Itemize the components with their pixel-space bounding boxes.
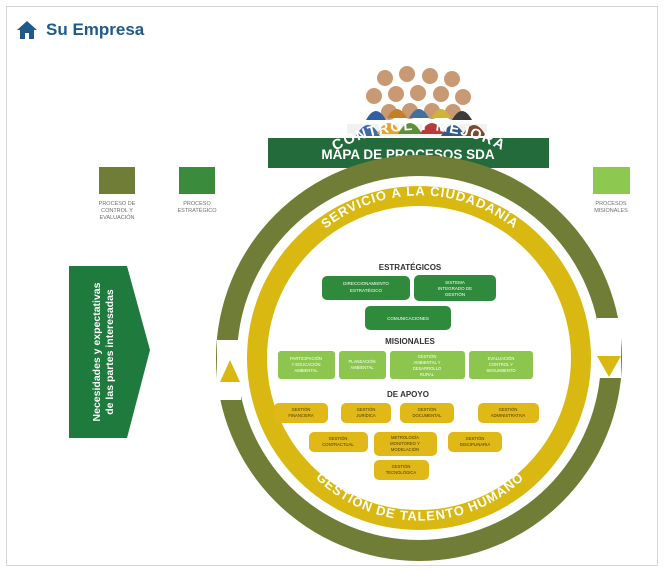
- support-process-boxes: GESTIÓN FINANCIERA GESTIÓN JURÍDICA GEST…: [274, 403, 539, 480]
- page-header: Su Empresa: [16, 16, 144, 44]
- arrow-text-line2: de las partes interesadas: [104, 289, 116, 415]
- missional-box-label: AMBIENTAL: [294, 368, 318, 373]
- missional-box-label: AMBIENTAL Y: [413, 360, 440, 365]
- support-box-documental[interactable]: [400, 403, 454, 423]
- missional-box-label: SEGUIMIENTO: [486, 368, 516, 373]
- support-box-label: JURÍDICA: [356, 413, 376, 418]
- support-box-label: DOCUMENTAL: [412, 413, 442, 418]
- legend-label-control-2: CONTROL Y: [101, 208, 133, 214]
- support-box-administrativa[interactable]: [478, 403, 539, 423]
- missional-box-planeacion[interactable]: [339, 351, 386, 379]
- strategic-box-label: SISTEMA: [445, 280, 465, 285]
- stakeholder-needs-arrow: [69, 266, 150, 438]
- legend-label-control-3: EVALUACIÓN: [99, 214, 134, 221]
- strategic-box-comunicaciones[interactable]: [365, 306, 451, 330]
- legend-label-strategic-2: ESTRATÉGICO: [177, 207, 217, 214]
- missional-box-label: GESTIÓN: [418, 354, 437, 359]
- support-box-label: METROLOGÍA: [391, 435, 419, 440]
- legend: PROCESO DE CONTROL Y EVALUACIÓN PROCESO …: [99, 167, 630, 221]
- legend-label-control-1: PROCESO DE: [99, 201, 136, 207]
- support-box-label: CONTRACTUAL: [322, 442, 354, 447]
- missional-box-gestion-ambiental[interactable]: [390, 351, 465, 379]
- strategic-box-label: DIRECCIONAMIENTO: [343, 281, 389, 286]
- strategic-box-label: COMUNICACIONES: [387, 316, 429, 321]
- missional-box-participacion[interactable]: [278, 351, 335, 379]
- strategic-box-label: GESTIÓN: [445, 291, 465, 297]
- support-box-label: ADMINISTRATIVA: [491, 413, 526, 418]
- support-box-label: GESTIÓN: [499, 407, 518, 412]
- support-box-label: GESTIÓN: [466, 436, 485, 441]
- section-support-heading: DE APOYO: [387, 390, 429, 399]
- missional-box-label: DESARROLLO: [413, 366, 442, 371]
- support-box-disciplinaria[interactable]: [448, 432, 502, 452]
- support-box-label: FINANCIERA: [288, 413, 314, 418]
- legend-label-missional-2: MISIONALES: [594, 208, 628, 214]
- arrow-text-line1: Necesidades y expectativas: [91, 282, 103, 421]
- support-box-label: DISCIPLINARIA: [460, 442, 490, 447]
- missional-box-label: EVALUACIÓN: [488, 356, 515, 361]
- strategic-box-label: INTEGRADO DE: [438, 286, 472, 291]
- missional-box-label: RURAL: [420, 372, 435, 377]
- section-strategic-heading: ESTRATÉGICOS: [379, 263, 442, 272]
- legend-swatch-control: [99, 167, 135, 194]
- missional-process-boxes: PARTICIPACIÓN Y EDUCACIÓN AMBIENTAL PLAN…: [278, 351, 533, 379]
- company-title[interactable]: Su Empresa: [46, 20, 145, 39]
- missional-box-label: Y EDUCACIÓN: [291, 362, 320, 367]
- cycle-arrow-left-icon: [220, 360, 240, 382]
- legend-swatch-missional: [593, 167, 630, 194]
- strategic-box-direccionamiento[interactable]: [322, 276, 410, 300]
- support-box-label: GESTIÓN: [329, 436, 348, 441]
- strategic-box-sistema-integrado[interactable]: [414, 275, 496, 301]
- home-icon[interactable]: [16, 19, 38, 41]
- support-box-contractual[interactable]: [309, 432, 368, 452]
- support-box-label: MONITOREO Y: [390, 441, 420, 446]
- missional-box-label: PLANEACIÓN: [349, 359, 376, 364]
- legend-label-missional-1: PROCESOS: [595, 201, 627, 207]
- support-box-metrologia[interactable]: [374, 432, 437, 456]
- support-box-label: TECNOLÓGICA: [386, 470, 417, 475]
- legend-label-strategic-1: PROCESO: [183, 201, 211, 207]
- missional-box-evaluacion[interactable]: [469, 351, 533, 379]
- missional-box-label: PARTICIPACIÓN: [290, 356, 322, 361]
- support-box-label: GESTIÓN: [392, 464, 411, 469]
- strategic-process-boxes: DIRECCIONAMIENTO ESTRATÉGICO SISTEMA INT…: [322, 275, 496, 330]
- support-box-label: GESTIÓN: [418, 407, 437, 412]
- support-box-financiera[interactable]: [274, 403, 328, 423]
- missional-box-label: AMBIENTAL: [350, 365, 374, 370]
- strategic-box-label: ESTRATÉGICO: [350, 287, 382, 293]
- cycle-arrow-right-icon: [597, 356, 621, 377]
- people-group-icon: [347, 66, 487, 136]
- support-box-label: MODELACIÓN: [391, 447, 419, 452]
- support-box-tecnologica[interactable]: [374, 460, 429, 480]
- section-missional-heading: MISIONALES: [385, 337, 435, 346]
- legend-swatch-strategic: [179, 167, 215, 194]
- support-box-juridica[interactable]: [341, 403, 391, 423]
- support-box-label: GESTIÓN: [357, 407, 376, 412]
- support-box-label: GESTIÓN: [292, 407, 311, 412]
- missional-box-label: CONTROL Y: [489, 362, 513, 367]
